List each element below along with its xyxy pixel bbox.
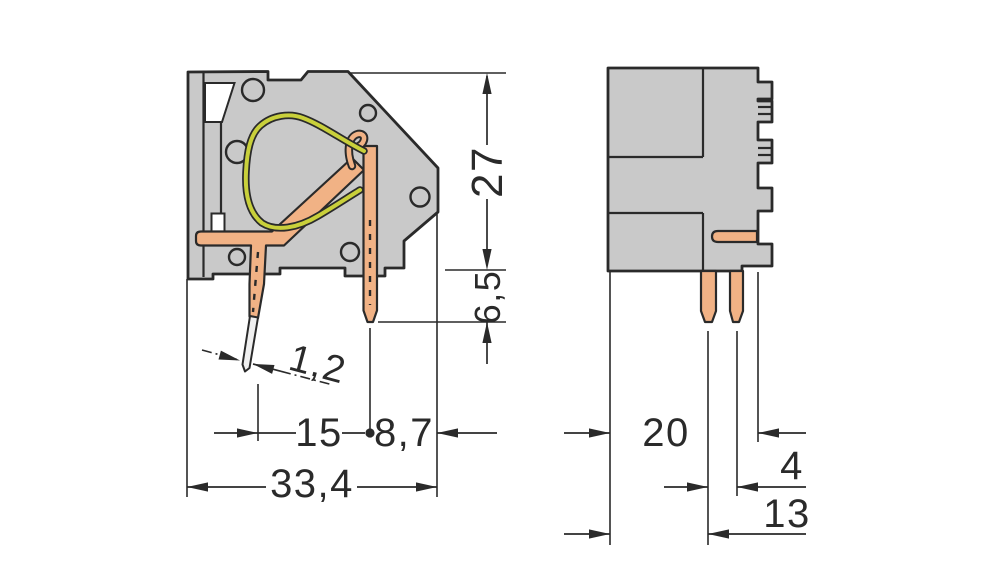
arrowhead-right: [416, 482, 437, 492]
dimension-pin-to-edge: 8,7: [365, 411, 497, 455]
busbar-hook: [346, 131, 367, 169]
side-view: 27 6,5 1,2 15 8,7: [186, 70, 512, 506]
mounting-hole-4: [409, 186, 431, 208]
mounting-hole-6: [227, 247, 247, 267]
dimension-pin-spacing: 15: [214, 411, 365, 455]
arrowhead-left: [437, 428, 458, 438]
dim-protrusion-label: 6,5: [467, 270, 508, 325]
solder-pin-front-left: [699, 269, 718, 324]
dim-pitch-label: 4: [780, 444, 804, 488]
dimension-pin-thickness: 1,2: [201, 337, 351, 393]
chain-line-right: [280, 370, 334, 386]
dim-offset-label: 13: [763, 492, 811, 536]
arrowhead-up: [482, 73, 492, 94]
arrowhead-left: [187, 482, 208, 492]
arrowhead-left: [758, 428, 779, 438]
mounting-hole-5: [339, 241, 361, 263]
arrowhead-right: [589, 428, 610, 438]
busbar-front: [710, 229, 759, 244]
front-housing-outline: [606, 66, 774, 273]
front-view: 20 4 13: [564, 66, 811, 545]
mounting-hole-1: [240, 77, 266, 103]
arrowhead-right: [687, 482, 708, 492]
arrowhead-left: [737, 482, 758, 492]
arrowhead-left: [708, 529, 729, 539]
arrowhead-right: [589, 529, 610, 539]
dimension-total-depth: 33,4: [187, 462, 437, 506]
dim-spacing-label: 15: [295, 411, 343, 455]
pin-left-bare-tip: [241, 315, 259, 373]
side-notch: [210, 212, 226, 233]
dimension-height: 27: [463, 73, 512, 270]
dim-dot: [365, 428, 375, 438]
solder-pin-front-right: [728, 269, 745, 324]
dimension-pin-protrusion: 6,5: [467, 270, 508, 364]
mounting-hole-3: [358, 103, 378, 123]
dim-width-label: 20: [642, 411, 690, 455]
dim-thickness-label: 1,2: [285, 337, 351, 392]
dimension-pin-pitch: 4: [664, 444, 806, 492]
arrowhead-right: [237, 428, 258, 438]
dim-edge-label: 8,7: [374, 411, 434, 455]
arrowhead-left: [253, 364, 275, 374]
busbar: [194, 156, 366, 320]
arrowhead-down: [482, 249, 492, 270]
dimension-pin-offset: 13: [564, 492, 811, 539]
dim-height-label: 27: [463, 146, 512, 198]
clamp-spring: [243, 113, 366, 230]
chain-line-left: [201, 349, 238, 361]
arrowhead-right: [218, 350, 240, 361]
dimension-width: 20: [564, 411, 806, 455]
pin-left-crimp-marks: [251, 251, 260, 313]
dim-depth-label: 33,4: [270, 462, 354, 506]
release-slot: [204, 82, 236, 123]
